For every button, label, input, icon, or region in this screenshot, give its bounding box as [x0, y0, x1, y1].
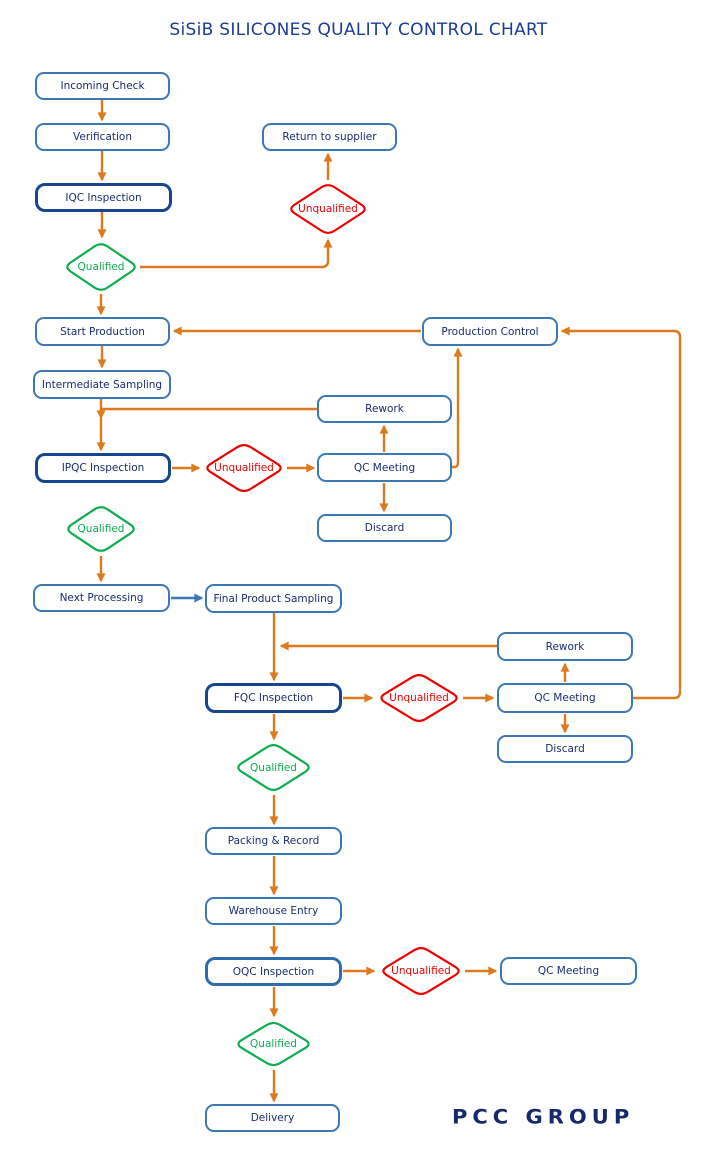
- page-title: SiSiB SILICONES QUALITY CONTROL CHART: [169, 20, 548, 40]
- node-label: Rework: [545, 640, 585, 653]
- node-label: IPQC Inspection: [61, 462, 145, 474]
- node-unqualified-4: Unqualified: [378, 944, 464, 998]
- node-qc-meeting-2: QC Meeting: [497, 683, 633, 713]
- node-label: Intermediate Sampling: [41, 378, 163, 391]
- node-label: QC Meeting: [534, 692, 596, 704]
- node-label: Qualified: [77, 261, 125, 273]
- node-label: Qualified: [250, 761, 297, 774]
- node-label: FQC Inspection: [233, 692, 314, 704]
- node-qc-meeting-3: QC Meeting: [500, 957, 637, 985]
- node-qc-meeting-1: QC Meeting: [317, 453, 452, 482]
- node-label: Unqualified: [391, 965, 451, 977]
- node-rework-2: Rework: [497, 632, 633, 661]
- edge-qcmeeting1-to-production-control: [452, 347, 463, 469]
- qualified-diamond-shape: [237, 1021, 310, 1067]
- node-qualified-2: Qualified: [63, 503, 139, 555]
- node-verification: Verification: [35, 123, 170, 151]
- node-label: Unqualified: [298, 203, 358, 215]
- node-label: Unqualified: [389, 692, 449, 704]
- node-label: Production Control: [441, 325, 539, 338]
- node-label: Packing & Record: [227, 835, 320, 847]
- qualified-diamond-shape: [66, 243, 136, 291]
- node-delivery: Delivery: [205, 1104, 340, 1132]
- qualified-diamond-shape: [237, 744, 310, 791]
- node-final-product-sampling: Final Product Sampling: [205, 584, 342, 613]
- node-ipqc-inspection: IPQC Inspection: [35, 453, 171, 483]
- node-intermediate-sampling: Intermediate Sampling: [33, 370, 171, 399]
- node-qualified-3: Qualified: [233, 741, 314, 794]
- node-label: Unqualified: [214, 462, 274, 474]
- node-oqc-inspection: OQC Inspection: [205, 957, 342, 986]
- node-packing-record: Packing & Record: [205, 827, 342, 855]
- node-start-production: Start Production: [35, 317, 170, 346]
- pcc-group-logo: PCC GROUP: [452, 1105, 635, 1129]
- edge-qualified1-to-unqualified1: [140, 238, 333, 269]
- node-label: Verification: [73, 131, 132, 143]
- node-label: Discard: [545, 743, 585, 755]
- node-label: Qualified: [250, 1038, 297, 1050]
- node-unqualified-1: Unqualified: [286, 181, 370, 237]
- unqualified-diamond-shape: [290, 184, 366, 234]
- node-production-control: Production Control: [422, 317, 558, 346]
- node-qualified-4: Qualified: [233, 1019, 314, 1069]
- node-label: QC Meeting: [353, 461, 416, 474]
- unqualified-diamond-shape: [206, 444, 282, 492]
- node-discard-2: Discard: [497, 735, 633, 763]
- unqualified-diamond-shape: [380, 673, 458, 723]
- qualified-diamond-shape: [67, 506, 135, 552]
- node-unqualified-3: Unqualified: [376, 671, 462, 725]
- node-discard-1: Discard: [317, 514, 452, 542]
- node-incoming-check: Incoming Check: [35, 72, 170, 100]
- node-label: Next Processing: [59, 592, 144, 604]
- node-label: Return to supplier: [282, 131, 377, 143]
- node-label: Delivery: [250, 1112, 295, 1124]
- node-warehouse-entry: Warehouse Entry: [205, 897, 342, 925]
- node-label: Rework: [365, 403, 404, 415]
- node-label: QC Meeting: [537, 965, 600, 977]
- node-unqualified-2: Unqualified: [202, 441, 286, 495]
- node-fqc-inspection: FQC Inspection: [205, 683, 342, 713]
- node-qualified-1: Qualified: [62, 240, 140, 294]
- node-rework-1: Rework: [317, 395, 452, 423]
- node-label: IQC Inspection: [65, 191, 142, 204]
- node-iqc-inspection: IQC Inspection: [35, 183, 172, 212]
- node-label: Final Product Sampling: [213, 592, 334, 605]
- node-label: OQC Inspection: [232, 965, 315, 978]
- node-label: Qualified: [77, 523, 125, 535]
- node-label: Start Production: [60, 325, 145, 338]
- node-label: Incoming Check: [60, 80, 145, 92]
- node-label: Warehouse Entry: [228, 905, 319, 917]
- unqualified-diamond-shape: [382, 946, 460, 996]
- node-label: Discard: [364, 522, 405, 534]
- node-return-to-supplier: Return to supplier: [262, 123, 397, 151]
- node-next-processing: Next Processing: [33, 584, 170, 612]
